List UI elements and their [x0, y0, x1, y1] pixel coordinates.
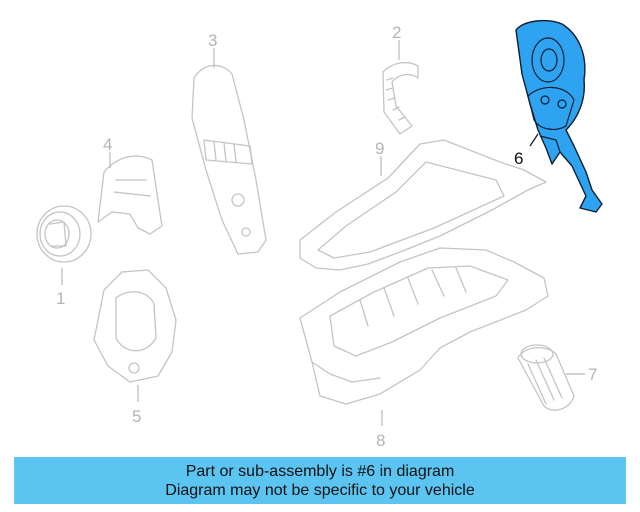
- callout-2: 2: [392, 23, 401, 42]
- callout-3: 3: [208, 31, 217, 50]
- part-5-backing-plate: [93, 269, 177, 383]
- part-1-pulley: [36, 205, 92, 263]
- part-3-outer-cover: [191, 64, 267, 255]
- part-7-oil-filter: [517, 344, 575, 411]
- part-2-belt: [382, 61, 419, 135]
- callout-1: 1: [56, 289, 65, 308]
- info-banner: Part or sub-assembly is #6 in diagram Di…: [14, 457, 626, 504]
- callout-8: 8: [376, 431, 385, 450]
- callout-4: 4: [103, 135, 112, 154]
- part-8-oil-pan: [299, 247, 549, 405]
- banner-line-1: Part or sub-assembly is #6 in diagram: [185, 462, 455, 480]
- part-4-lower-cover: [97, 155, 163, 235]
- parts-diagram: 1 2 3 4 5 9 8: [36, 19, 603, 450]
- callout-9: 9: [375, 139, 384, 158]
- callout-7: 7: [588, 365, 597, 384]
- part-6-upper-timing-cover[interactable]: [515, 19, 603, 213]
- callout-5: 5: [132, 407, 141, 426]
- leader-line-6: [529, 133, 539, 147]
- banner-line-2: Diagram may not be specific to your vehi…: [165, 481, 475, 499]
- callout-6: 6: [514, 149, 523, 168]
- part-9-pan-gasket: [299, 139, 547, 271]
